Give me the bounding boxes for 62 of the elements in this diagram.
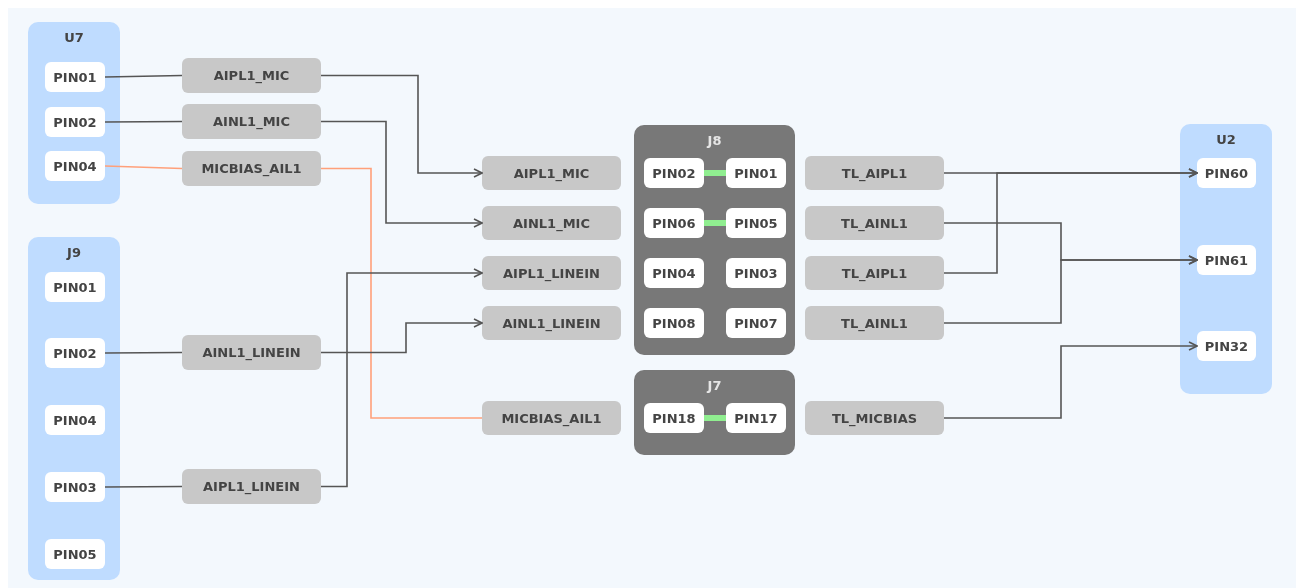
component-label: J9 [67, 245, 81, 260]
wire [104, 120, 183, 123]
signal-box: AIPL1_MIC [482, 156, 621, 190]
component-panel [28, 22, 120, 204]
arrow [320, 74, 483, 178]
signal-box: TL_AIPL1 [805, 256, 944, 290]
pin-box: PIN02 [644, 158, 704, 188]
pin-box: PIN05 [726, 208, 786, 238]
arrow [943, 255, 1198, 324]
pin-box: PIN01 [45, 62, 105, 92]
arrow [320, 120, 483, 228]
component-panel [28, 237, 120, 580]
pin-box: PIN03 [45, 472, 105, 502]
signal-box: AIPL1_LINEIN [182, 469, 321, 504]
signal-box: AINL1_MIC [482, 206, 621, 240]
pin-box: PIN03 [726, 258, 786, 288]
signal-box: TL_MICBIAS [805, 401, 944, 435]
pin-box: PIN18 [644, 403, 704, 433]
pin-box: PIN60 [1197, 158, 1256, 188]
signal-box: AINL1_LINEIN [482, 306, 621, 340]
pin-box: PIN02 [45, 338, 105, 368]
signal-box: TL_AINL1 [805, 306, 944, 340]
connector-block [634, 370, 795, 455]
pin-box: PIN02 [45, 107, 105, 137]
signal-box: AIPL1_LINEIN [482, 256, 621, 290]
component-label: U7 [64, 30, 84, 45]
wire [104, 351, 183, 354]
signal-box: AINL1_MIC [182, 104, 321, 139]
arrow [320, 318, 483, 354]
jumper-link [704, 170, 726, 176]
pin-box: PIN08 [644, 308, 704, 338]
wire [320, 167, 483, 419]
component-panel [1180, 124, 1272, 394]
pin-box: PIN05 [45, 539, 105, 569]
connector-block [634, 125, 795, 355]
pin-box: PIN17 [726, 403, 786, 433]
jumper-link [704, 220, 726, 226]
pin-box: PIN61 [1197, 245, 1256, 275]
component-label: J8 [707, 133, 722, 148]
pin-box: PIN06 [644, 208, 704, 238]
signal-box: AINL1_LINEIN [182, 335, 321, 370]
wire [104, 74, 183, 78]
arrow [943, 341, 1198, 419]
signal-box: TL_AINL1 [805, 206, 944, 240]
pin-box: PIN04 [45, 405, 105, 435]
wire [104, 165, 183, 170]
component-label: J7 [707, 378, 722, 393]
pin-box: PIN01 [45, 272, 105, 302]
signal-box: TL_AIPL1 [805, 156, 944, 190]
pin-box: PIN01 [726, 158, 786, 188]
pin-box: PIN32 [1197, 331, 1256, 361]
arrow [320, 268, 483, 488]
signal-box: MICBIAS_AIL1 [482, 401, 621, 435]
wire [104, 485, 183, 488]
signal-box: MICBIAS_AIL1 [182, 151, 321, 186]
jumper-link [704, 415, 726, 421]
signal-box: AIPL1_MIC [182, 58, 321, 93]
component-label: U2 [1216, 132, 1236, 147]
arrow [943, 168, 1198, 274]
pin-box: PIN07 [726, 308, 786, 338]
pin-box: PIN04 [45, 151, 105, 181]
pin-box: PIN04 [644, 258, 704, 288]
